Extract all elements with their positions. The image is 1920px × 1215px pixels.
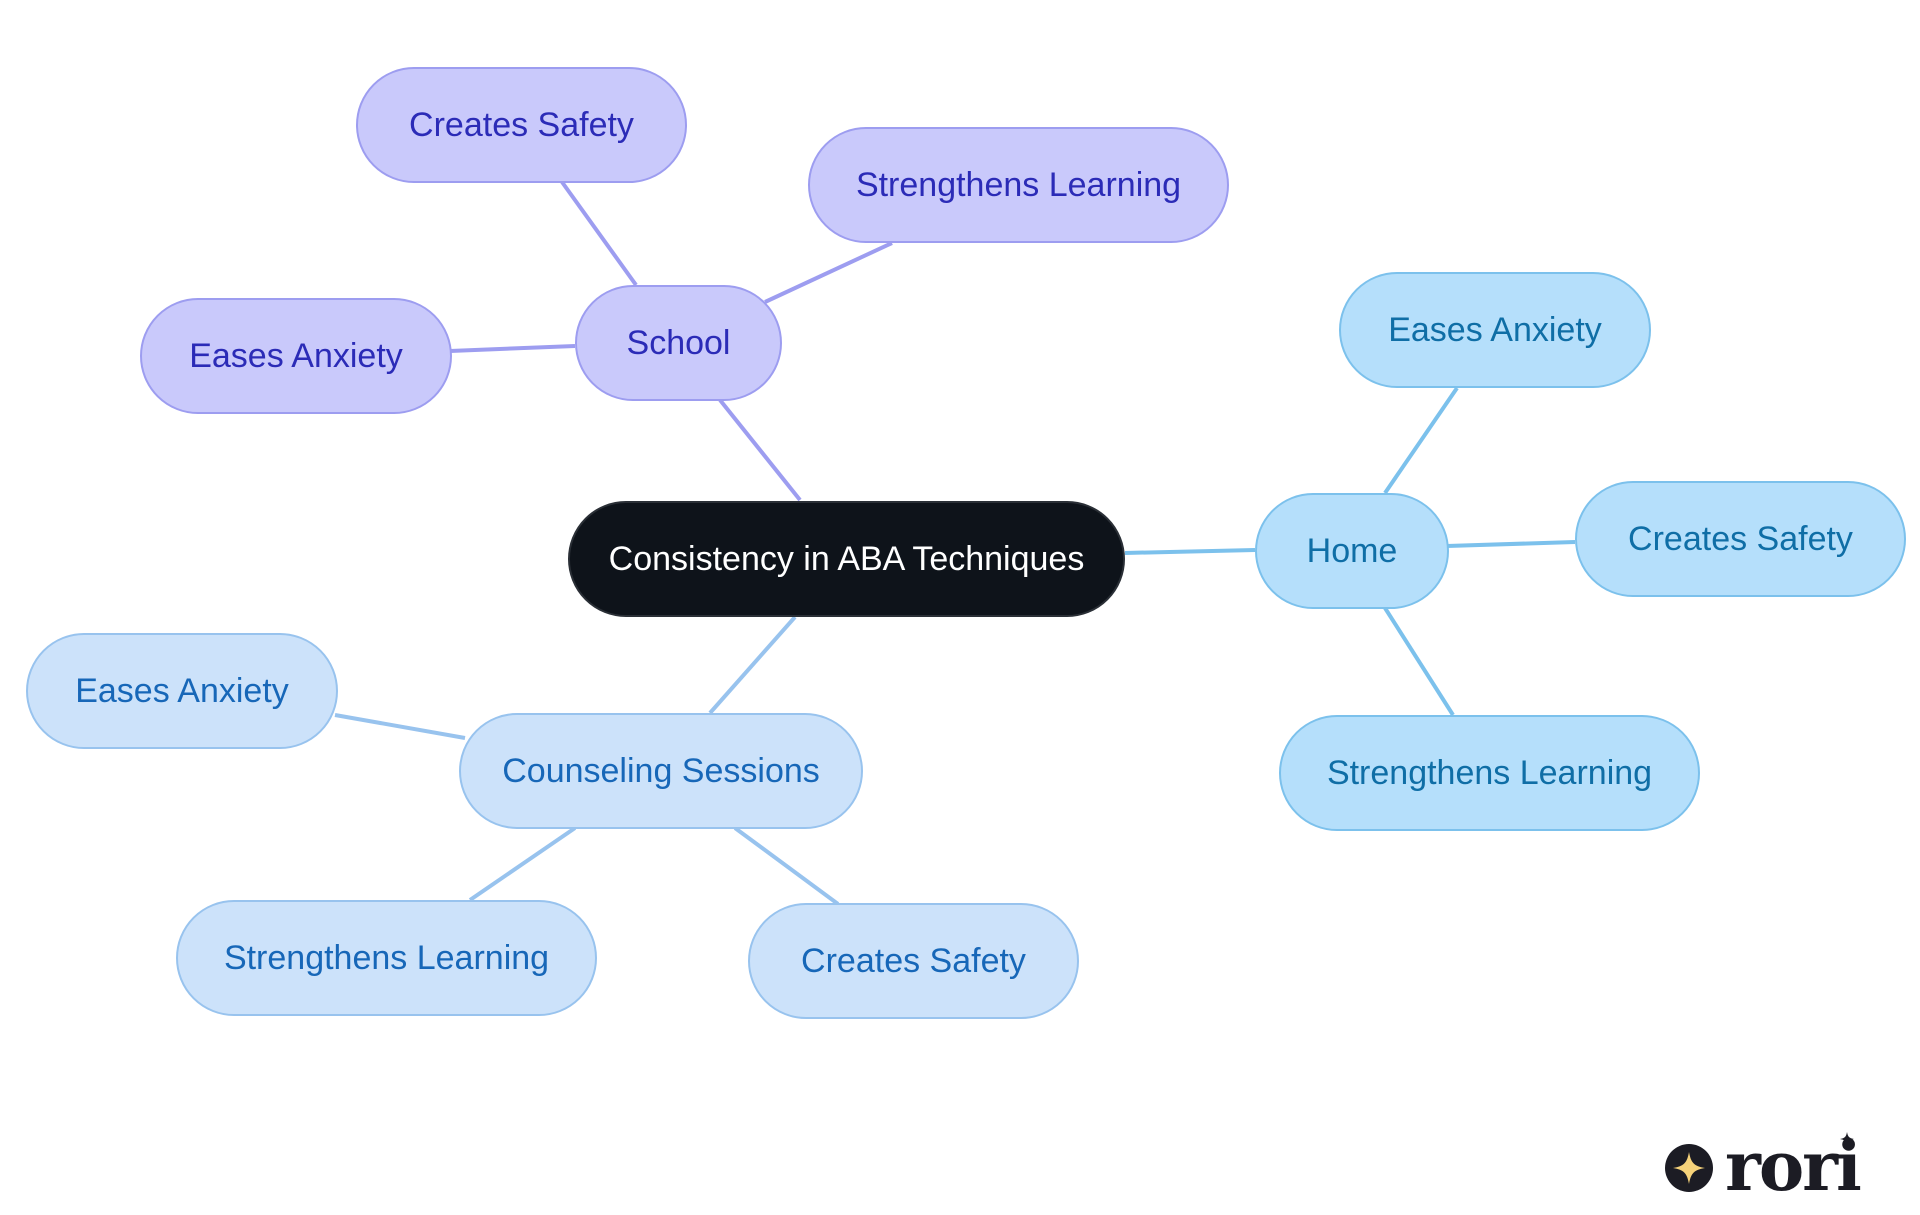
edge-root-school xyxy=(718,398,802,502)
branch-node-school: School xyxy=(575,285,782,401)
counseling-child-strengthens-learning: Strengthens Learning xyxy=(176,900,597,1016)
rori-logo: rori xyxy=(1665,1128,1863,1196)
edge-home-eases-anxiety xyxy=(1383,386,1459,495)
counseling-child-creates-safety: Creates Safety xyxy=(748,903,1079,1019)
logo-wordmark: rori xyxy=(1725,1128,1861,1196)
sparkle-star-icon xyxy=(1665,1144,1713,1192)
counseling-child-eases-anxiety: Eases Anxiety xyxy=(26,633,338,749)
edge-root-home xyxy=(1124,548,1256,555)
logo-small-star-icon xyxy=(1840,1132,1854,1146)
edge-school-creates-safety xyxy=(560,180,638,287)
home-child-strengthens-learning: Strengthens Learning xyxy=(1279,715,1700,831)
edge-root-counseling xyxy=(708,615,797,715)
edge-counseling-strengthens-learning xyxy=(468,826,577,902)
edge-counseling-eases-anxiety xyxy=(334,713,466,740)
home-child-creates-safety: Creates Safety xyxy=(1575,481,1906,597)
root-node: Consistency in ABA Techniques xyxy=(568,501,1125,617)
branch-node-counseling: Counseling Sessions xyxy=(459,713,863,829)
edge-home-strengthens-learning xyxy=(1383,606,1455,717)
school-child-creates-safety: Creates Safety xyxy=(356,67,687,183)
school-child-eases-anxiety: Eases Anxiety xyxy=(140,298,452,414)
edge-home-creates-safety xyxy=(1446,540,1576,548)
edge-school-strengthens-learning xyxy=(764,241,893,304)
branch-node-home: Home xyxy=(1255,493,1449,609)
edge-school-eases-anxiety xyxy=(449,344,576,353)
home-child-eases-anxiety: Eases Anxiety xyxy=(1339,272,1651,388)
edge-counseling-creates-safety xyxy=(733,826,840,906)
school-child-strengthens-learning: Strengthens Learning xyxy=(808,127,1229,243)
